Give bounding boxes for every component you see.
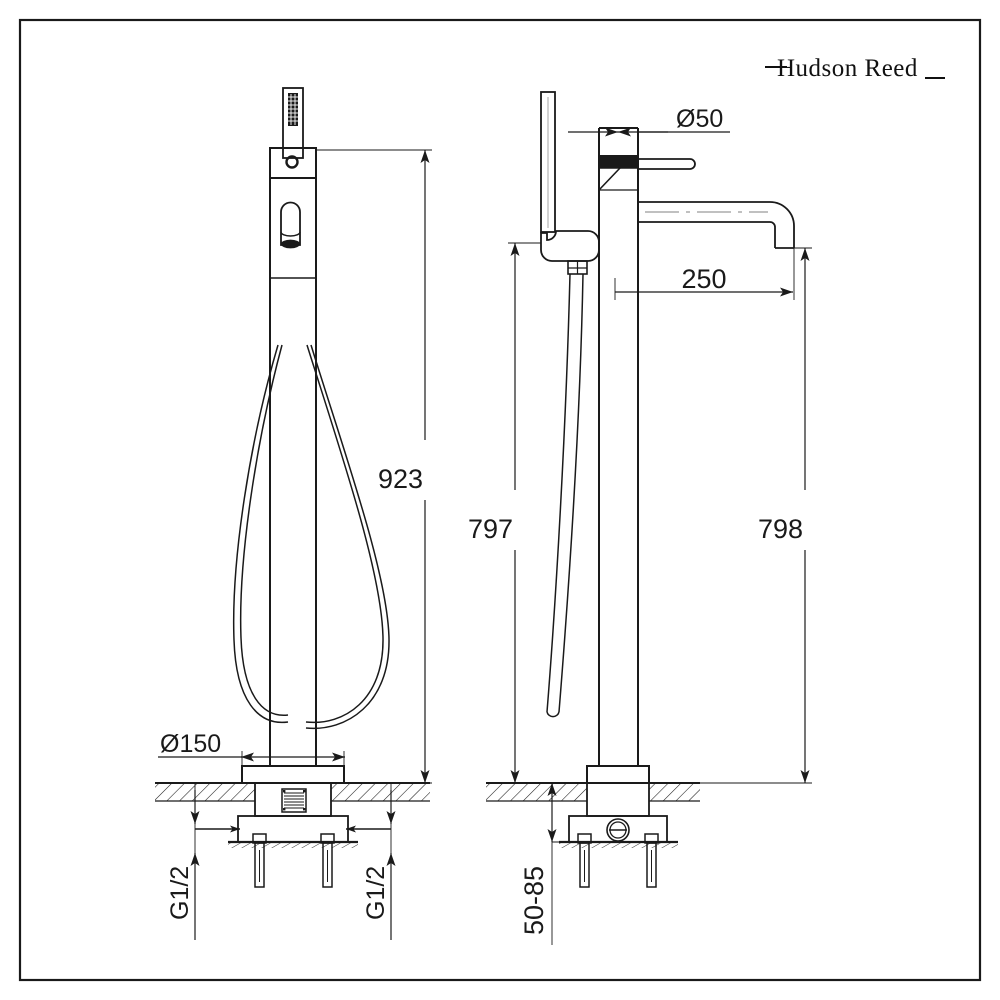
dimension-body-diameter: Ø50 [568,105,730,138]
dimension-base-diameter-label: Ø150 [160,730,221,758]
handshower-wand-side [540,91,556,233]
diverter-outlet [280,201,301,249]
handshower-wand [282,87,304,159]
hudson-reed-logotype: Hudson Reed [765,55,945,82]
concealed-inlet-body [237,782,349,843]
dimension-inlet-left: G1/2 [166,783,240,940]
faucet-body [598,127,639,766]
spout [638,201,795,249]
side-view: Ø50 250 797 [468,91,812,945]
brand-name: Hudson Reed [777,55,918,82]
brand-logo: Hudson Reed [765,52,945,95]
shower-hose-side [546,273,584,718]
dimension-handset-height: 797 [468,242,587,784]
mounting-bolts [228,833,358,888]
base-plate [241,765,345,784]
lever-handle [598,155,696,191]
dimension-inlet-right: G1/2 [346,783,396,940]
mounting-bolts-side [559,833,678,888]
sheet-border [18,18,982,982]
dimension-overall-height-label: 923 [378,464,423,494]
dimension-handset-height-label: 797 [468,514,513,544]
dimension-overall-height: 923 [316,149,432,784]
dimension-spout-height: 798 [649,247,812,784]
handshower-holder [269,147,317,179]
dimension-body-diameter-label: Ø50 [676,105,723,133]
dimension-spout-projection-label: 250 [681,264,726,294]
riser-column [269,178,317,766]
dimension-floor-thickness-label: 50-85 [519,866,549,935]
floor-section [155,782,430,802]
handshower-bracket [540,230,600,275]
shower-hose [232,344,390,730]
floor-section-side [486,782,700,802]
dimension-inlet-left-label: G1/2 [166,866,194,920]
dimension-base-diameter: Ø150 [158,730,345,766]
dimension-floor-thickness: 50-85 [519,782,587,945]
base-plate-side [586,765,650,784]
dimension-spout-height-label: 798 [758,514,803,544]
dimension-inlet-right-label: G1/2 [362,866,390,920]
front-view: 923 Ø150 G1/2 [155,87,432,940]
dimension-spout-projection: 250 [614,248,795,300]
